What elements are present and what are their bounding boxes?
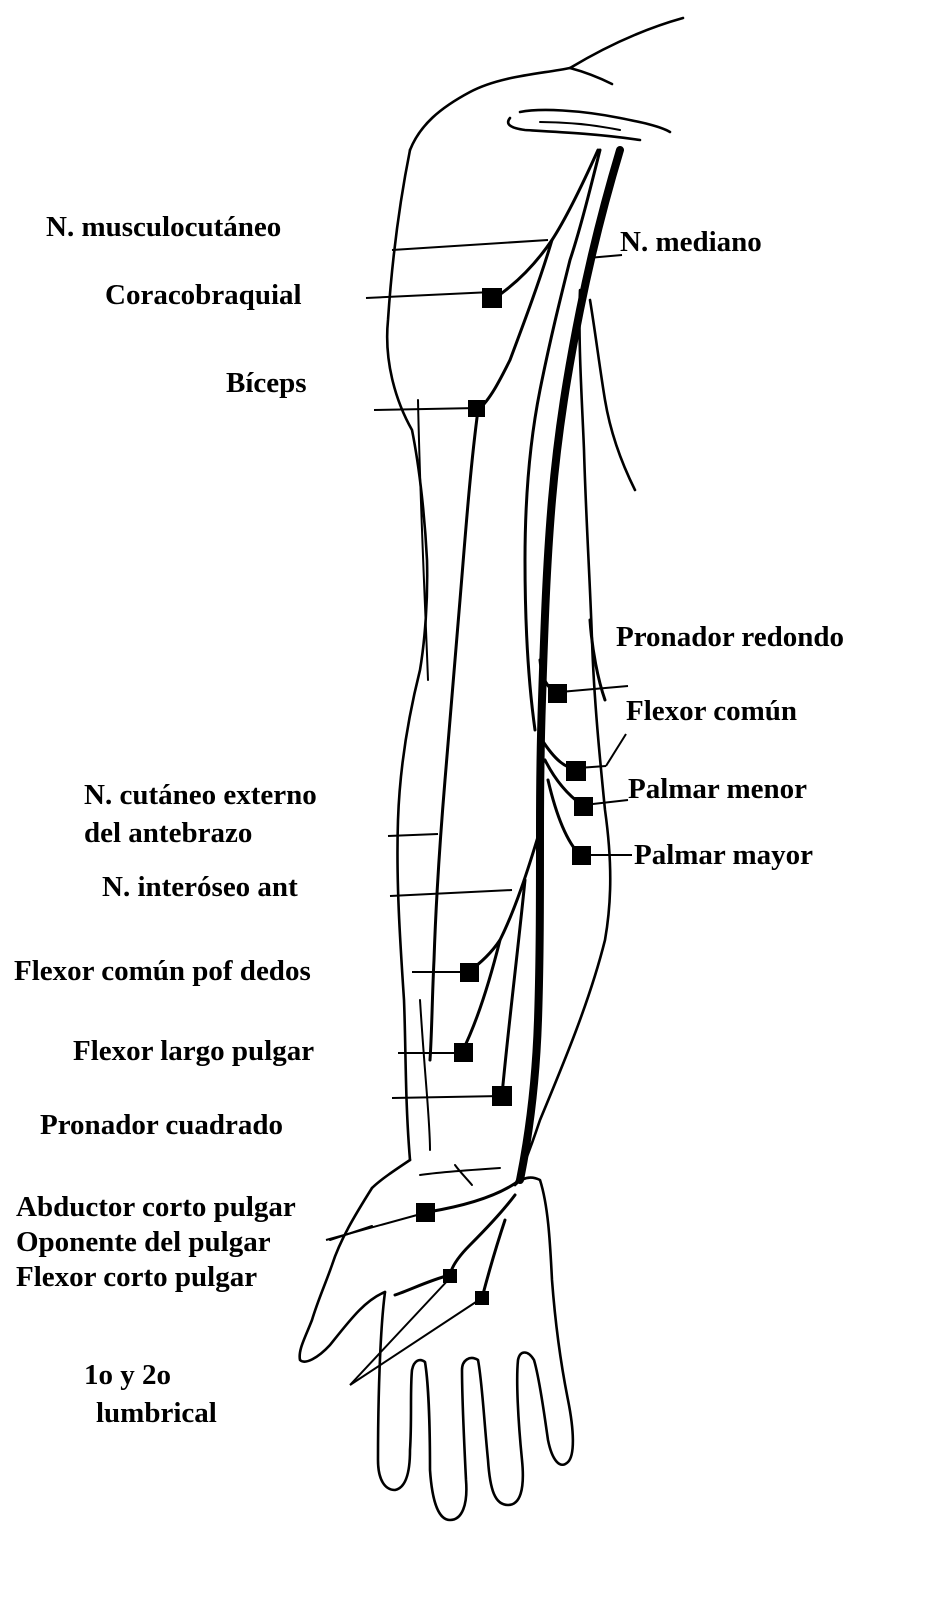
marker-pronador-redondo [548,684,567,703]
marker-oponente [443,1269,457,1283]
muscle-markers [416,288,593,1305]
label-biceps: Bíceps [226,367,307,399]
label-flexor-comun-dedos: Flexor común pof dedos [14,955,311,987]
leader-lines [325,239,632,1386]
marker-flexor-comun-dedos [460,963,479,982]
label-abductor-corto-pulgar: Abductor corto pulgar [16,1191,296,1223]
label-flexor-largo-pulgar: Flexor largo pulgar [73,1035,315,1067]
arm-outline [298,16,685,1522]
label-flexor-corto-pulgar: Flexor corto pulgar [16,1261,258,1293]
label-pronador-redondo: Pronador redondo [616,621,845,653]
label-oponente-pulgar: Oponente del pulgar [16,1226,271,1258]
marker-flexor-largo-pulgar [454,1043,473,1062]
marker-flexor-comun [566,761,586,781]
marker-palmar-menor [574,797,593,816]
marker-abductor-corto [416,1203,435,1222]
marker-lumbrical [475,1291,489,1305]
label-interoseo-ant: N. interóseo ant [102,871,298,903]
label-pronador-cuadrado: Pronador cuadrado [40,1109,284,1141]
label-cutaneo-externo-1: N. cutáneo externo [84,779,317,811]
label-flexor-comun: Flexor común [626,695,798,727]
label-palmar-menor: Palmar menor [628,773,808,805]
label-lumbrical-2: lumbrical [96,1397,217,1429]
label-mediano: N. mediano [620,226,762,258]
marker-palmar-mayor [572,846,591,865]
marker-pronador-cuadrado [492,1086,512,1106]
marker-coracobraquial [482,288,502,308]
musculocutaneous-nerve [476,148,600,412]
label-palmar-mayor: Palmar mayor [634,839,814,871]
label-cutaneo-externo-2: del antebrazo [84,817,253,849]
marker-biceps [468,400,485,417]
label-lumbrical-1: 1o y 2o [84,1359,171,1391]
label-coracobraquial: Coracobraquial [105,279,302,311]
label-musculocutaneo: N. musculocutáneo [46,211,282,243]
median-nerve [516,146,624,1184]
